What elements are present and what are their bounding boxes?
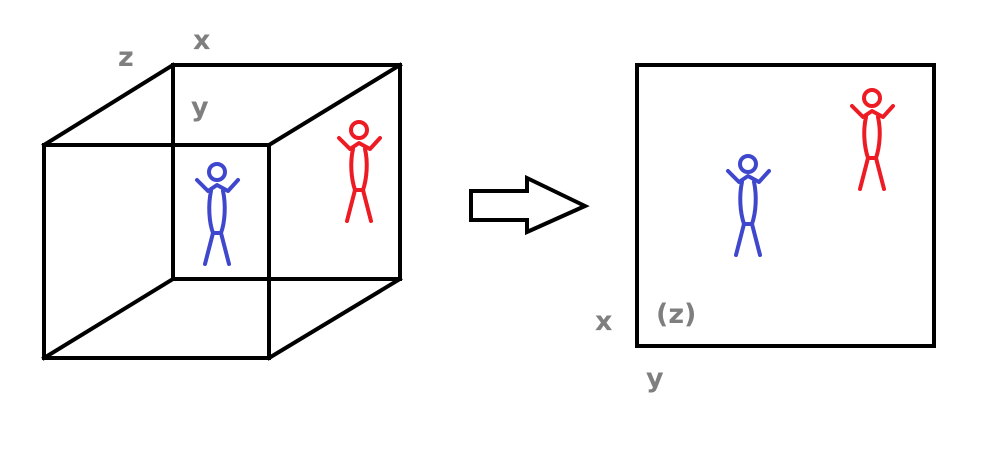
cube-edge-bottom-left [41,276,176,361]
square-blue-stick-figure-icon [726,154,771,257]
cube-back-face [171,63,402,281]
cube-edge-top-left [41,62,176,148]
cube-edge-bottom-right [266,276,403,361]
wireframe-cube [41,62,403,361]
cube-z-label: z [118,42,134,73]
cube-red-stick-figure-icon [337,120,382,223]
cube-y-label: y [191,92,209,123]
cube-edge-top-right [266,62,403,148]
right-arrow-icon [469,174,590,236]
square-red-stick-figure-icon [850,88,895,191]
cube-blue-stick-figure-icon [195,162,240,266]
projection-square [635,63,936,348]
square-y-label: y [646,363,664,394]
square-z-label: (z) [656,299,696,330]
cube-x-label: x [193,25,210,56]
square-x-label: x [595,306,612,337]
cube-front-face [42,143,271,360]
